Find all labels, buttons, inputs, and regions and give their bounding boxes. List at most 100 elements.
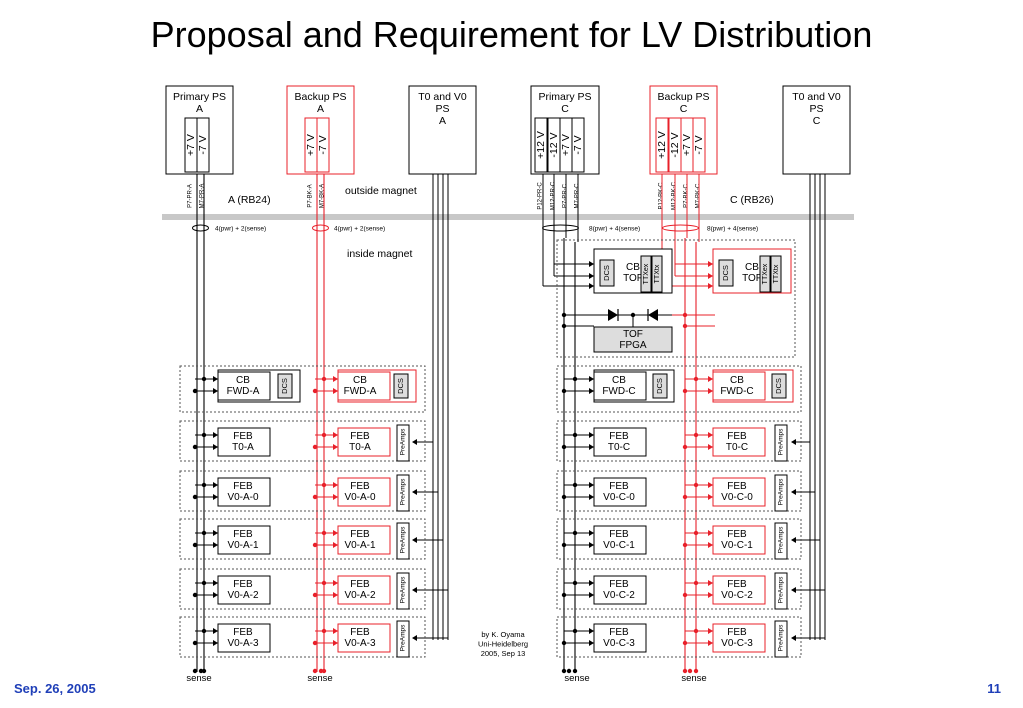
voltage-label: -7 V [197,135,209,154]
module-label: FWD-A [227,386,260,397]
cable-bundle [192,224,209,232]
junction-dot [192,494,198,500]
junction-dot [312,542,318,548]
side-a-label: A (RB24) [228,194,271,206]
preamps-label: PreAmps [778,428,785,455]
junction-dot [312,388,318,394]
arrow-icon [412,587,417,593]
voltage-label: +7 V [681,134,693,156]
voltage-label: -7 V [317,135,329,154]
arrow-icon [333,542,338,548]
arrow-icon [213,530,218,536]
junction-dot [561,312,567,318]
module-box [712,525,766,555]
arrow-icon [412,439,417,445]
arrow-icon [708,494,713,500]
power-supply-box [408,85,477,175]
module-box [337,525,391,555]
power-supply-box [782,85,851,175]
junction-dot [192,592,198,598]
voltage-label: +12 V [656,131,668,159]
diode-icon [648,309,658,321]
voltage-label: +7 V [185,134,197,156]
dcs-label: DCS [774,378,783,394]
arrow-icon [213,580,218,586]
module-label: FWD-C [602,386,635,397]
junction-dot [192,640,198,646]
power-supply-label: T0 and V0 [418,91,467,103]
preamps-label: PreAmps [400,478,407,505]
junction-dot [561,444,567,450]
junction-dot [321,482,327,488]
module-label: V0-C-0 [603,492,635,503]
arrow-icon [412,635,417,641]
preamps-label: PreAmps [778,624,785,651]
junction-dot [201,530,207,536]
sense-label: sense [307,673,332,684]
junction-dot [682,388,688,394]
junction-dot [572,482,578,488]
arrow-icon [589,542,594,548]
ttx-box [640,255,652,293]
power-supply-label: A [317,103,324,115]
arrow-icon [589,592,594,598]
module-box [712,369,794,403]
junction-dot [312,592,318,598]
junction-dot [561,542,567,548]
module-box [217,427,271,457]
module-box [217,623,271,653]
sense-dot [201,668,207,674]
module-box [712,575,766,605]
arrow-icon [213,592,218,598]
junction-dot [561,323,567,329]
module-label: V0-A-2 [227,590,259,601]
junction-dot [201,432,207,438]
voltage-slot [534,117,548,173]
sense-dot [312,668,318,674]
wire-name-label: M7-BK-A [320,184,326,208]
power-supply-label: Primary PS [538,91,591,103]
sense-dot [566,668,572,674]
module-label: V0-A-3 [344,638,376,649]
module-label: FEB [350,431,370,442]
power-supply-label: PS [435,103,449,115]
arrow-icon [791,489,796,495]
junction-dot [682,323,688,329]
tof-panel [556,239,796,358]
junction-dot [682,542,688,548]
junction-dot [572,580,578,586]
module-label: FEB [727,431,747,442]
sense-dot [192,668,198,674]
arrow-icon [213,376,218,382]
magnet-bar [162,214,854,220]
junction-dot [561,494,567,500]
outside-magnet-label: outside magnet [345,185,417,197]
junction-dot [572,376,578,382]
sense-dot [321,668,327,674]
arrow-icon [333,640,338,646]
module-label: CB [236,375,250,386]
power-supply-label: T0 and V0 [792,91,841,103]
preamps-label: PreAmps [400,624,407,651]
inside-magnet-label: inside magnet [347,248,412,260]
arrow-icon [589,482,594,488]
module-label: V0-C-2 [603,590,635,601]
module-panel [556,470,802,512]
credit-label: by K. Oyama [481,630,525,639]
cable-count-label: 8(pwr) + 4(sense) [589,226,640,233]
sense-dot [572,668,578,674]
module-label: FEB [609,431,629,442]
slide-title: Proposal and Requirement for LV Distribu… [150,14,873,55]
arrow-icon [791,587,796,593]
module-label: FEB [727,529,747,540]
junction-dot [321,432,327,438]
module-box [337,371,391,401]
module-label: V0-A-2 [344,590,376,601]
power-supply-label: Primary PS [173,91,226,103]
dcs-label: DCS [721,265,730,281]
ttx-label: TTXtx [773,264,780,283]
module-box [593,369,675,403]
dcs-box [718,259,734,287]
arrow-icon [708,283,713,289]
